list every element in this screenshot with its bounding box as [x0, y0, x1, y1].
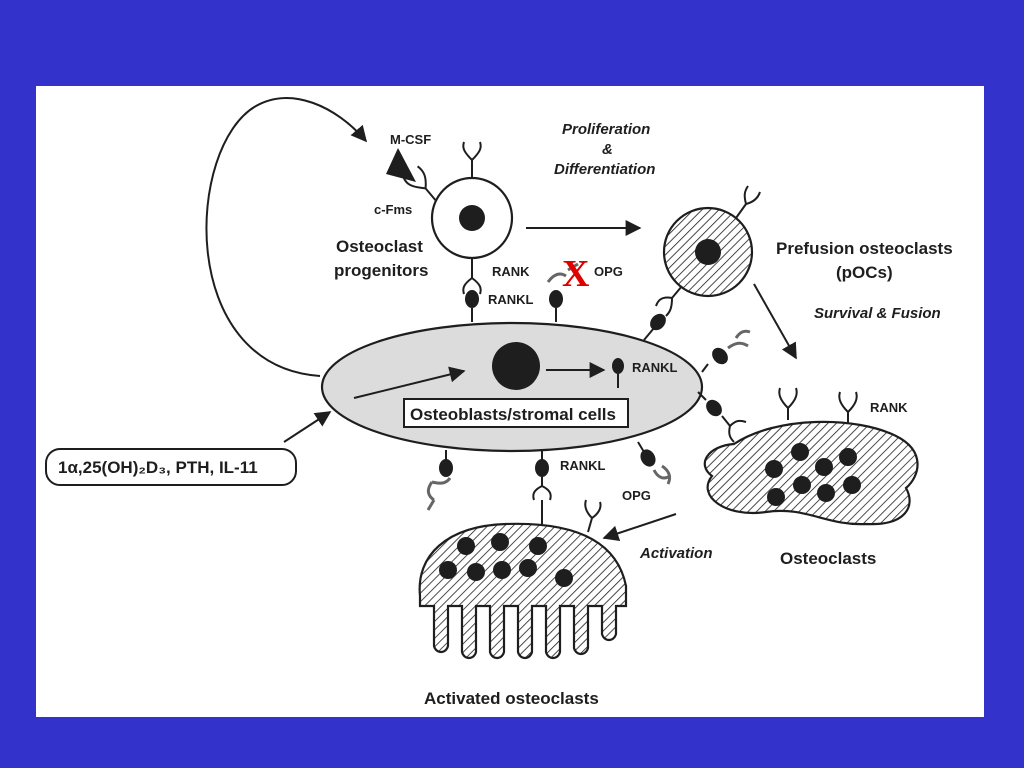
- cfms-label: c-Fms: [374, 202, 412, 217]
- activated-label: Activated osteoclasts: [424, 689, 599, 708]
- osteoclast-cell: [703, 387, 919, 526]
- rank-right-label: RANK: [870, 400, 908, 415]
- osteoclast-diagram: M-CSF c-Fms Osteoclast progenitors Proli…: [45, 97, 953, 708]
- opg-binding-bottom: [637, 441, 672, 485]
- rankl-binding-osteoclast: [697, 391, 747, 443]
- diagram-panel: M-CSF c-Fms Osteoclast progenitors Proli…: [36, 86, 984, 717]
- stromal-cell: [320, 321, 704, 453]
- hormones-arrow: [283, 411, 332, 443]
- progenitor-cell: [430, 141, 514, 295]
- rank-top-label: RANK: [492, 264, 530, 279]
- activation-label: Activation: [639, 545, 713, 562]
- proliferation-label-1: Proliferation: [562, 121, 650, 138]
- activated-osteoclast-cell: [418, 499, 628, 660]
- rankl-center-label: RANKL: [632, 360, 678, 375]
- rankl-bottom-label: RANKL: [560, 458, 606, 473]
- opg-bottom-label: OPG: [622, 488, 651, 503]
- opg-binding-right: [701, 329, 751, 373]
- rankl-ligand-top: [465, 290, 479, 322]
- prefusion-label-2: (pOCs): [836, 263, 893, 282]
- stromal-label: Osteoblasts/stromal cells: [410, 405, 616, 424]
- hormones-label: 1α,25(OH)₂D₃, PTH, IL-11: [58, 458, 258, 477]
- survival-fusion-label: Survival & Fusion: [814, 305, 941, 322]
- opg-top-label: OPG: [594, 264, 623, 279]
- prefusion-cell: [643, 185, 761, 341]
- feedback-arrow: [205, 97, 368, 377]
- proliferation-label-2: &: [602, 141, 613, 158]
- proliferation-label-3: Differentiation: [554, 161, 655, 178]
- mcsf-triangle-icon: [386, 148, 416, 182]
- rankl-ligand-bottom-center: [532, 450, 552, 524]
- prefusion-label-1: Prefusion osteoclasts: [776, 239, 953, 258]
- mcsf-label: M-CSF: [390, 132, 431, 147]
- opg-binding-top: [546, 262, 579, 322]
- progenitors-label-1: Osteoclast: [336, 237, 423, 256]
- activation-arrow: [602, 513, 677, 542]
- rankl-ligand-bottom-left: [426, 450, 453, 511]
- hormones-box: [45, 448, 297, 486]
- rankl-top-label: RANKL: [488, 292, 534, 307]
- osteoclasts-label: Osteoclasts: [780, 549, 876, 568]
- arrow-to-osteoclasts: [753, 283, 797, 360]
- progenitors-label-2: progenitors: [334, 261, 428, 280]
- block-mark: X: [562, 253, 589, 295]
